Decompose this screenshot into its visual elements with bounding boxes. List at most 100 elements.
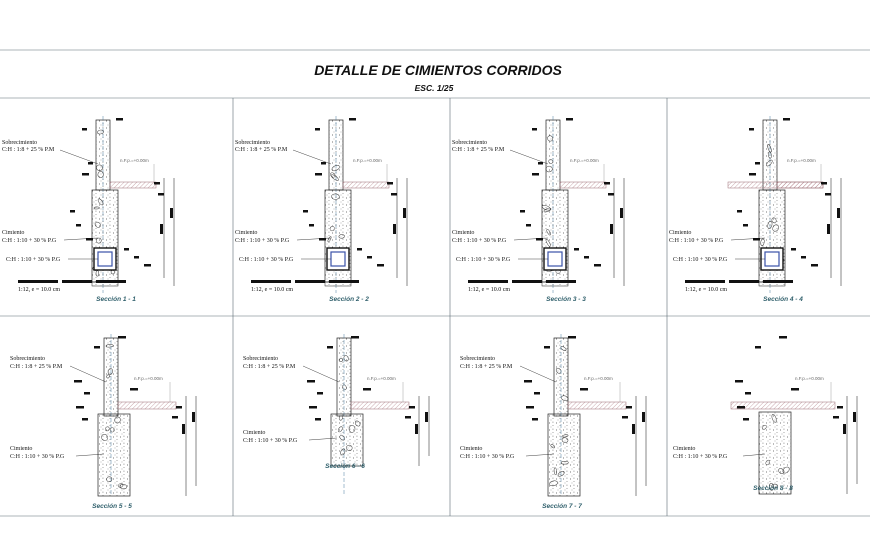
- dimension-mark: [96, 280, 126, 283]
- dimension-mark: [783, 118, 790, 121]
- dimension-mark: [538, 162, 543, 165]
- level-label: n.F.p.=+0.00m: [353, 158, 382, 163]
- leader-line: [525, 453, 555, 457]
- dimension-mark: [632, 424, 635, 434]
- dimension-mark: [317, 392, 323, 395]
- dimension-mark: [837, 406, 843, 409]
- stone-mark: [105, 344, 114, 348]
- dimension-mark: [154, 182, 160, 185]
- level-label: n.F.p.=+0.00m: [787, 158, 816, 163]
- section-caption: Sección 8 - 8: [753, 485, 793, 492]
- stone-mark: [549, 480, 558, 487]
- label-solado: 1:12, e = 10.0 cm: [468, 287, 510, 293]
- dimension-mark: [520, 210, 525, 213]
- floor-slab: [342, 181, 390, 189]
- dimension-mark: [737, 406, 745, 409]
- dimension-mark: [144, 264, 151, 267]
- dimension-mark: [82, 173, 89, 176]
- dimension-mark: [130, 388, 138, 391]
- stone-mark: [114, 416, 121, 424]
- dimension-mark: [62, 280, 92, 283]
- leader-line: [513, 237, 549, 241]
- stone-mark: [561, 437, 569, 443]
- dimension-mark: [608, 193, 614, 196]
- stone-mark: [96, 164, 103, 171]
- page-title: DETALLE DE CIMIENTOS CORRIDOS: [314, 62, 562, 78]
- dimension-mark: [622, 416, 628, 419]
- dimension-mark: [160, 224, 163, 234]
- dimension-mark: [251, 280, 291, 283]
- dimension-mark: [779, 336, 787, 339]
- floor-slab: [730, 401, 836, 410]
- dimension-mark: [512, 280, 542, 283]
- dimension-mark: [610, 224, 613, 234]
- stone-mark: [782, 466, 790, 474]
- label-cim-mix: C:H : 1:10 + 30 % P.G: [669, 238, 724, 244]
- stone-mark: [107, 368, 113, 375]
- dimension-mark: [755, 346, 761, 349]
- dimension-mark: [329, 280, 359, 283]
- stone-mark: [348, 425, 356, 433]
- dimension-mark: [387, 182, 393, 185]
- level-label: n.F.p.=+0.00m: [795, 376, 824, 381]
- label-solado: 1:12, e = 10.0 cm: [251, 287, 293, 293]
- label-sobrecimiento: Sobrecimiento: [235, 140, 270, 146]
- stone-mark: [543, 207, 552, 213]
- dimension-mark: [532, 173, 539, 176]
- dimension-mark: [391, 193, 397, 196]
- dimension-mark: [319, 238, 326, 241]
- label-bottom-mix: C:H : 1:10 + 30 % P.G: [673, 257, 728, 263]
- dimension-mark: [749, 128, 754, 131]
- stone-mark: [354, 420, 361, 427]
- dimension-mark: [116, 118, 123, 121]
- floor-slab: [567, 401, 627, 410]
- dimension-mark: [524, 380, 532, 383]
- dimension-mark: [821, 182, 827, 185]
- dimension-mark: [409, 406, 415, 409]
- dimension-mark: [568, 336, 576, 339]
- leader-line: [302, 365, 340, 383]
- dimension-mark: [367, 256, 372, 259]
- label-sobre-mix: C:H : 1:8 + 25 % P.M: [10, 364, 63, 370]
- dimension-mark: [309, 406, 317, 409]
- dimension-mark: [349, 118, 356, 121]
- dimension-mark: [70, 210, 75, 213]
- stone-mark: [340, 448, 346, 456]
- stone-mark: [561, 395, 569, 401]
- leader-line: [292, 149, 332, 165]
- dimension-mark: [76, 224, 81, 227]
- cimiento-block: [758, 411, 792, 495]
- stone-mark: [97, 129, 104, 135]
- dimension-mark: [315, 418, 321, 421]
- dimension-mark: [526, 406, 534, 409]
- section-caption: Sección 6 - 6: [325, 463, 365, 470]
- section-caption: Sección 1 - 1: [96, 296, 136, 303]
- stone-mark: [545, 239, 551, 247]
- cimiento-block: [330, 413, 364, 467]
- dimension-mark: [801, 256, 806, 259]
- stone-mark: [331, 164, 340, 172]
- label-bottom-mix: C:H : 1:10 + 30 % P.G: [6, 257, 61, 263]
- dimension-mark: [315, 173, 322, 176]
- dimension-mark: [403, 208, 406, 218]
- leader-line: [509, 149, 549, 165]
- leader-line: [730, 237, 766, 241]
- dimension-mark: [363, 388, 371, 391]
- leader-line: [308, 437, 338, 441]
- dimension-mark: [74, 380, 82, 383]
- leader-line: [742, 453, 766, 457]
- dimension-mark: [124, 248, 129, 251]
- stone-mark: [560, 461, 569, 465]
- dimension-mark: [580, 388, 588, 391]
- stone-mark: [548, 159, 554, 164]
- stone-mark: [331, 193, 340, 200]
- stone-mark: [771, 414, 777, 423]
- stone-mark: [547, 135, 554, 142]
- label-sobre-mix: C:H : 1:8 + 25 % P.M: [2, 147, 55, 153]
- dimension-mark: [833, 416, 839, 419]
- dimension-mark: [172, 416, 178, 419]
- stone-mark: [339, 435, 345, 441]
- floor-slab: [117, 401, 177, 410]
- dimension-mark: [170, 208, 173, 218]
